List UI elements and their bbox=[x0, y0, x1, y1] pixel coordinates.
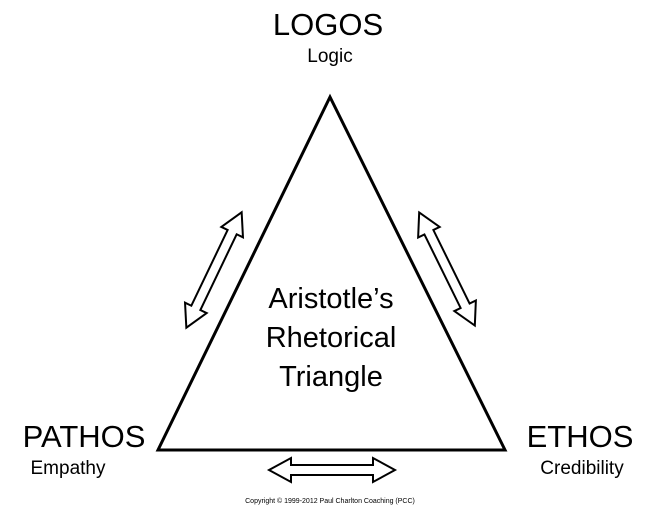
center-line-2: Rhetorical bbox=[265, 322, 397, 354]
double-arrow-pathos-ethos-icon bbox=[266, 456, 398, 484]
logos-title: LOGOS bbox=[272, 7, 384, 42]
double-arrow-logos-pathos-icon bbox=[183, 210, 245, 330]
double-arrow-logos-ethos-icon bbox=[417, 210, 477, 328]
ethos-title: ETHOS bbox=[526, 419, 634, 454]
center-line-1: Aristotle’s bbox=[268, 283, 394, 315]
center-title: Aristotle’s Rhetorical Triangle bbox=[266, 280, 397, 397]
copyright-notice: Copyright © 1999-2012 Paul Charlton Coac… bbox=[245, 498, 415, 505]
logos-subtitle: Logic bbox=[307, 46, 353, 67]
ethos-subtitle: Credibility bbox=[540, 458, 624, 479]
pathos-subtitle: Empathy bbox=[30, 458, 106, 479]
rhetorical-triangle bbox=[155, 93, 508, 452]
center-line-3: Triangle bbox=[279, 361, 383, 393]
pathos-title: PATHOS bbox=[22, 419, 146, 454]
